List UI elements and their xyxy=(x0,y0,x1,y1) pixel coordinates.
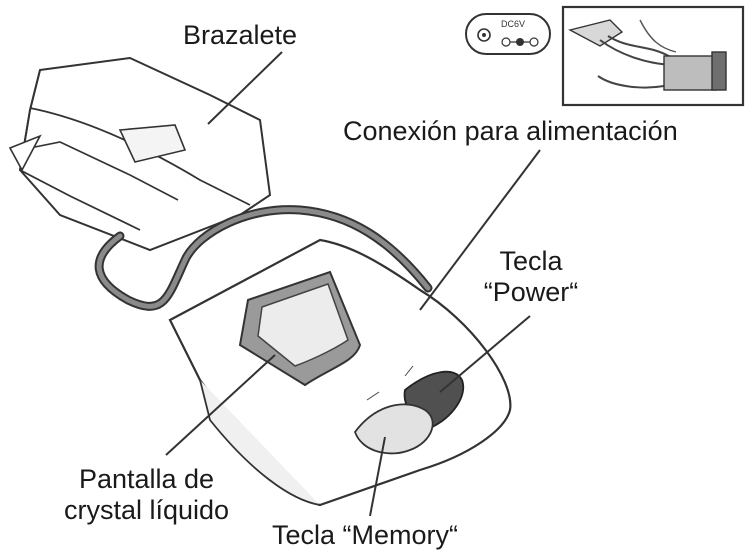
power-adapter-inset xyxy=(561,5,745,107)
lcd-label-line2: crystal líquido xyxy=(63,495,230,525)
lcd-leader-line xyxy=(165,354,276,456)
memory-key-label: Tecla “Memory“ xyxy=(272,520,459,550)
jack-socket-icon xyxy=(477,28,491,42)
lcd-label-line1: Pantalla de xyxy=(78,464,215,494)
air-tube xyxy=(94,205,433,311)
memory-key-shape xyxy=(353,403,434,455)
leader-lines xyxy=(165,51,541,517)
lcd-screen xyxy=(257,283,349,367)
monitor-body xyxy=(168,238,512,507)
power-key-label-line1: Tecla xyxy=(499,246,563,276)
power-jack-inset: DC6V xyxy=(465,13,551,55)
power-key-leader-line xyxy=(439,315,531,393)
power-key-label: Tecla “Power“ xyxy=(466,246,596,308)
power-connection-leader-line xyxy=(419,149,541,311)
lcd-label: Pantalla de crystal líquido xyxy=(44,464,249,526)
cuff-label: Brazalete xyxy=(183,20,298,50)
jack-label: DC6V xyxy=(501,19,525,29)
power-key-label-line2: “Power“ xyxy=(483,277,579,307)
cuff-leader-line xyxy=(207,51,283,125)
polarity-symbol-icon xyxy=(501,37,539,47)
power-connection-label: Conexión para alimentación xyxy=(343,116,678,146)
memory-key-marking xyxy=(366,391,380,401)
memory-key-leader-line xyxy=(369,436,386,517)
power-key-marking xyxy=(404,365,414,377)
